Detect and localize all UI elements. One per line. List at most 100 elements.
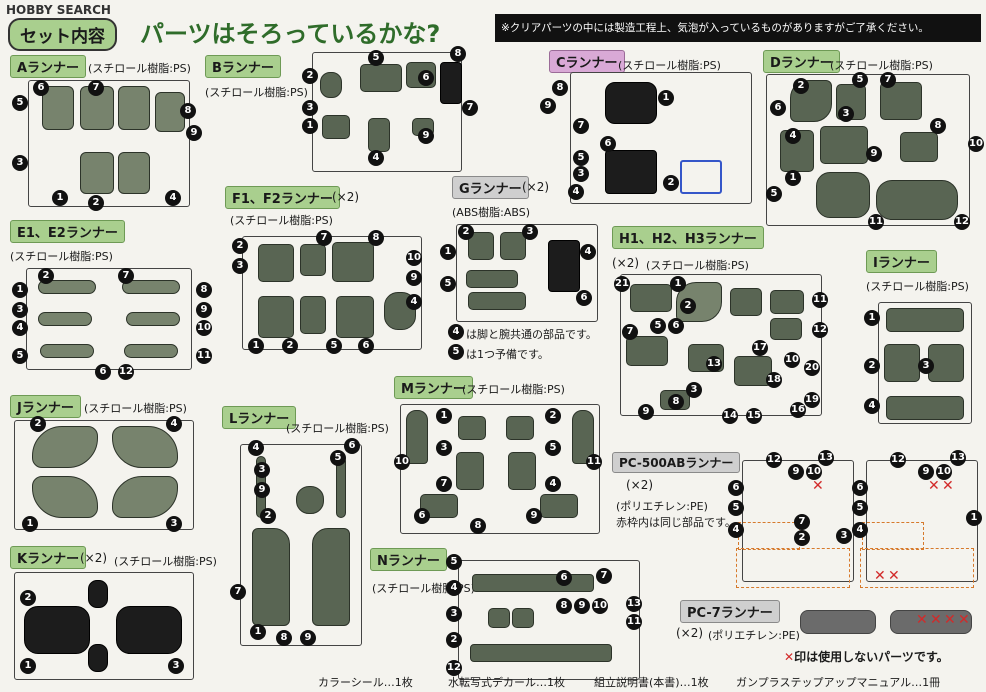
part-number: 10 — [968, 136, 984, 152]
runner-b-part — [322, 115, 350, 139]
runner-i-part — [886, 308, 964, 332]
part-number: 8 — [556, 598, 572, 614]
unused-mark: ✕ — [812, 478, 824, 494]
part-number: 11 — [586, 454, 602, 470]
part-number: 2 — [232, 238, 248, 254]
part-number: 3 — [166, 516, 182, 532]
part-number: 2 — [793, 78, 809, 94]
runner-e-part — [126, 312, 180, 326]
runner-h-frame — [620, 274, 822, 416]
part-number: 6 — [668, 318, 684, 334]
runner-d-label: Dランナー — [763, 50, 840, 73]
part-number: 10 — [406, 250, 422, 266]
runner-k-count: (×2) — [80, 551, 108, 565]
part-number: 9 — [540, 98, 556, 114]
runner-j-part — [32, 476, 98, 518]
clear-parts-note-text: ※クリアパーツの中には製造工程上、気泡が入っているものがありますがご了承ください… — [501, 22, 929, 34]
runner-pc7-material: (ポリエチレン:PE) — [708, 629, 800, 642]
part-number: 3 — [686, 382, 702, 398]
runner-i-material: (スチロール樹脂:PS) — [866, 280, 969, 293]
runner-k-frame — [14, 572, 194, 680]
runner-c-frame — [570, 72, 752, 204]
part-number: 4 — [248, 440, 264, 456]
part-number: 1 — [248, 338, 264, 354]
part-number: 13 — [626, 596, 642, 612]
part-number: 2 — [30, 416, 46, 432]
runner-pc500-note: 赤枠内は同じ部品です。 — [616, 516, 736, 529]
unused-mark: ✕ — [942, 478, 954, 494]
part-number: 1 — [20, 658, 36, 674]
runner-m-part — [540, 494, 578, 518]
part-number: 8 — [180, 103, 196, 119]
runner-f-part — [300, 244, 326, 276]
part-number: 3 — [12, 302, 28, 318]
part-number: 4 — [568, 184, 584, 200]
runner-g-note-1: は脚と腕共通の部品です。 — [466, 328, 597, 341]
runner-f-part — [258, 296, 294, 338]
part-number: 7 — [880, 72, 896, 88]
part-number: 4 — [545, 476, 561, 492]
part-number: 1 — [436, 408, 452, 424]
note-number: 4 — [448, 324, 464, 340]
part-number: 7 — [622, 324, 638, 340]
part-number: 6 — [33, 80, 49, 96]
part-number: 7 — [88, 80, 104, 96]
runner-m-part — [406, 410, 428, 464]
part-number: 8 — [470, 518, 486, 534]
part-number: 5 — [650, 318, 666, 334]
part-number: 8 — [196, 282, 212, 298]
unused-mark: ✕ — [928, 478, 940, 494]
part-number: 9 — [526, 508, 542, 524]
part-number: 4 — [406, 294, 422, 310]
part-number: 13 — [706, 356, 722, 372]
part-number: 3 — [232, 258, 248, 274]
runner-b-part — [368, 118, 390, 152]
part-number: 7 — [462, 100, 478, 116]
part-number: 8 — [368, 230, 384, 246]
runner-l-label: Lランナー — [222, 406, 297, 429]
part-number: 6 — [600, 136, 616, 152]
part-number: 2 — [458, 224, 474, 240]
part-number: 7 — [118, 268, 134, 284]
part-number: 2 — [663, 175, 679, 191]
runner-c-label: Cランナー — [549, 50, 625, 73]
part-number: 12 — [954, 214, 970, 230]
part-number: 6 — [418, 70, 434, 86]
part-number: 5 — [446, 554, 462, 570]
runner-k-part — [88, 580, 108, 608]
runner-b-part — [360, 64, 402, 92]
part-number: 3 — [436, 440, 452, 456]
runner-c-part — [605, 82, 657, 124]
part-number: 1 — [785, 170, 801, 186]
part-number: 8 — [668, 394, 684, 410]
runner-b-material: (スチロール樹脂:PS) — [205, 86, 308, 99]
part-number: 16 — [790, 402, 806, 418]
part-number: 4 — [166, 416, 182, 432]
part-number: 1 — [670, 276, 686, 292]
part-number: 9 — [574, 598, 590, 614]
part-number: 10 — [394, 454, 410, 470]
pc500-highlight-right-bottom — [860, 548, 974, 588]
part-number: 12 — [446, 660, 462, 676]
part-number: 8 — [450, 46, 466, 62]
runner-n-part — [470, 644, 612, 662]
part-number: 2 — [680, 298, 696, 314]
runner-l-material: (スチロール樹脂:PS) — [286, 422, 389, 435]
part-number: 5 — [545, 440, 561, 456]
part-number: 6 — [728, 480, 744, 496]
part-number: 5 — [440, 276, 456, 292]
clear-parts-note: ※クリアパーツの中には製造工程上、気泡が入っているものがありますがご了承ください… — [495, 14, 981, 42]
pc7-runner-left — [800, 610, 876, 634]
unused-mark: ✕ — [888, 568, 900, 584]
footer-stepup-manual: ガンプラステップアップマニュアル…1冊 — [736, 676, 941, 689]
part-number: 9 — [406, 270, 422, 286]
runner-m-material: (スチロール樹脂:PS) — [462, 383, 565, 396]
pc500-highlight-left-bottom — [736, 548, 850, 588]
runner-j-label: Jランナー — [10, 395, 81, 418]
runner-d-part — [820, 126, 868, 164]
runner-m-part — [458, 416, 486, 440]
page-title: パーツはそろっているかな? — [140, 20, 441, 48]
part-number: 9 — [866, 146, 882, 162]
runner-k-label: Kランナー — [10, 546, 87, 569]
runner-g-part — [500, 232, 526, 260]
